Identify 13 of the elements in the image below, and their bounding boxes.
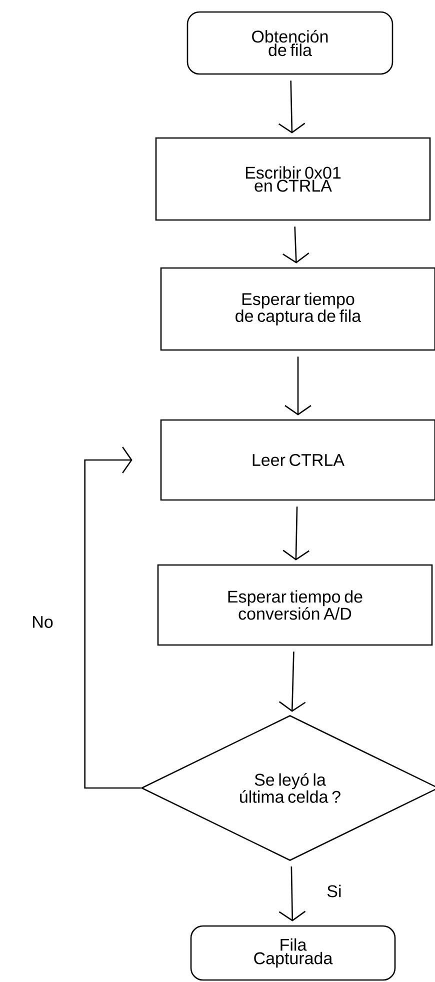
- arrow: [278, 652, 306, 712]
- arrow: [284, 356, 312, 416]
- arrow: [282, 506, 310, 560]
- process-box: Escribir 0x01 en CTRLA: [155, 137, 431, 221]
- edge-label: No: [30, 615, 54, 629]
- edge-label: Si: [326, 884, 343, 898]
- arrow: [278, 866, 306, 922]
- process-box: Leer CTRLA: [160, 419, 435, 501]
- terminal-box: Fila Capturada: [190, 925, 396, 981]
- loop-arrow: [84, 446, 141, 789]
- terminal-box: Obtención de fila: [186, 11, 394, 75]
- process-box: Esperar tiempo de captura de fila: [160, 267, 435, 351]
- process-box: Esperar tiempo de conversión A/D: [157, 564, 433, 646]
